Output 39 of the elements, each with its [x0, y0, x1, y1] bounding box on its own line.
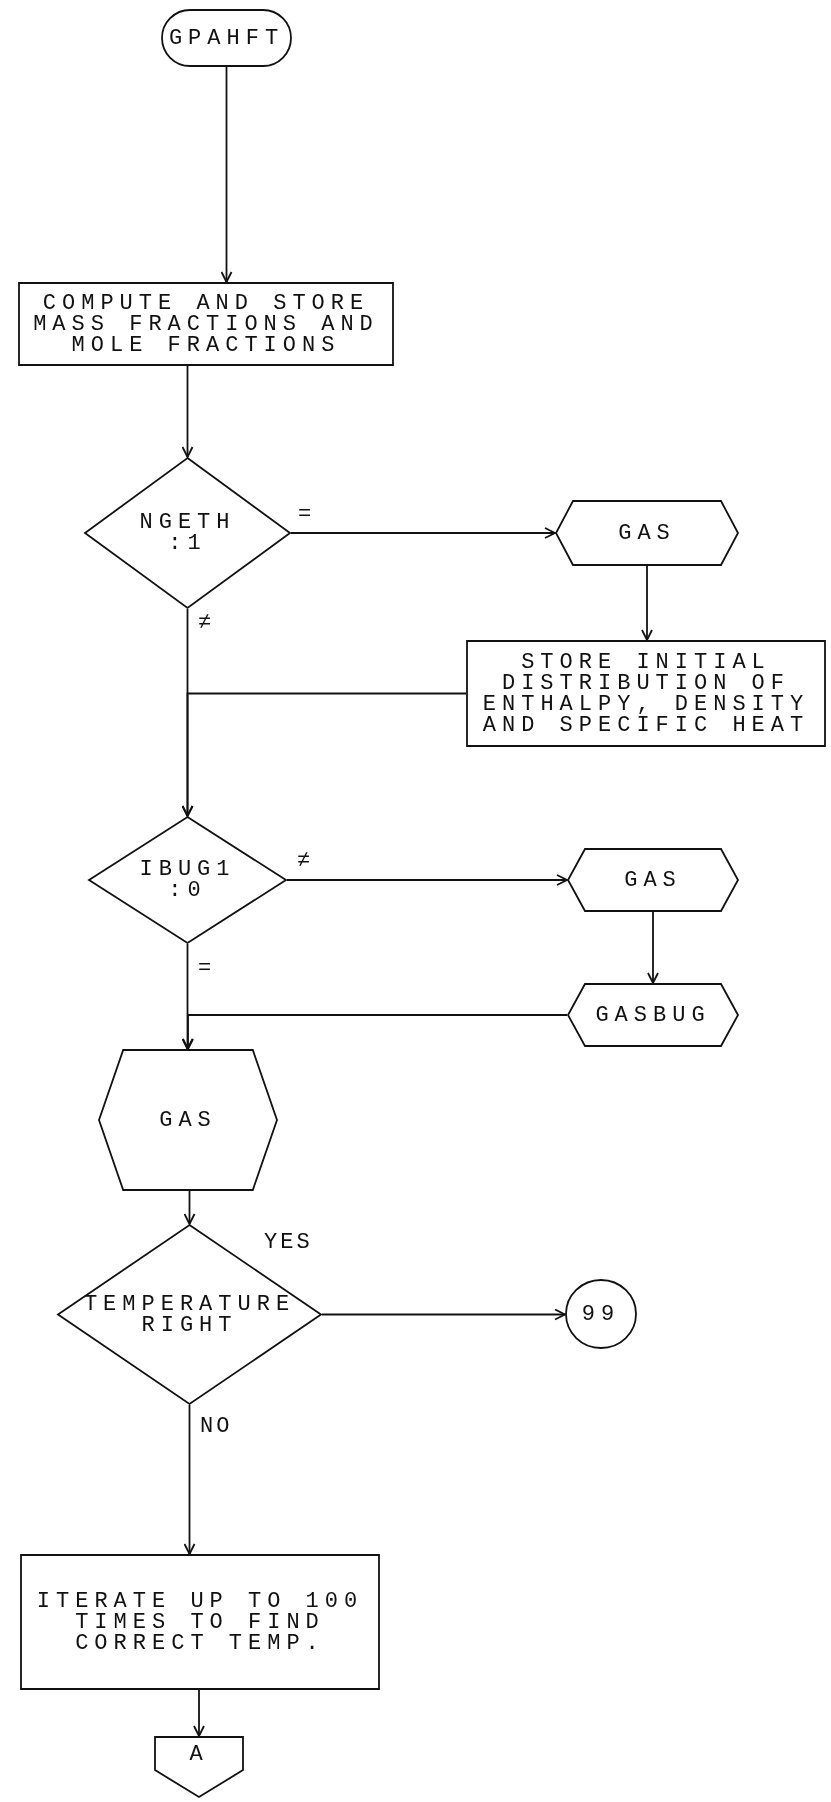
node-label: GPAHFT [168, 27, 285, 49]
node-label: GAS [624, 869, 682, 891]
arrow [181, 365, 194, 458]
node-label: COMPUTE AND STORE MASS FRACTIONS AND MOLE FRACTIONS [32, 292, 380, 356]
node-label: TEMPERATURE RIGHT [82, 1293, 297, 1336]
node-label: ITERATE UP TO 100 TIMES TO FIND CORRECT TEMP. [35, 1590, 365, 1654]
arrow [183, 1190, 196, 1225]
process-box [20, 1554, 380, 1690]
connector-circle [565, 1279, 637, 1349]
node-label: 99 [581, 1303, 621, 1325]
subroutine-hexagon [567, 848, 739, 912]
decision-diamond [57, 1224, 322, 1405]
decision-diamond [88, 816, 287, 944]
arrow [286, 874, 568, 886]
node-label: A [189, 1744, 209, 1766]
node-label: GAS [159, 1109, 217, 1131]
arrow [220, 66, 233, 283]
arrow [182, 1014, 568, 1050]
arrow [321, 1308, 566, 1321]
arrow [183, 1404, 196, 1555]
node-label: GASBUG [595, 1004, 711, 1026]
decision-diamond [84, 457, 291, 609]
terminal-shape [161, 9, 292, 67]
process-box [18, 282, 394, 366]
arrow [290, 527, 556, 539]
arrow [647, 911, 659, 984]
node-label: GAS [618, 522, 676, 544]
arrow [193, 1689, 205, 1737]
subroutine-hexagon [555, 500, 739, 566]
arrow [181, 943, 194, 1050]
node-label: STORE INITIAL DISTRIBUTION OF ENTHALPY, DENSITY AND SPECIFIC HEAT [481, 651, 811, 736]
arrow [641, 565, 653, 641]
process-box [466, 640, 826, 747]
arrow [181, 692, 467, 817]
subroutine-hexagon [567, 983, 739, 1047]
node-label: IBUG1 :0 [138, 859, 237, 901]
node-label: NGETH :1 [138, 512, 237, 554]
subroutine-hexagon [98, 1049, 278, 1191]
offpage-connector [154, 1736, 244, 1798]
